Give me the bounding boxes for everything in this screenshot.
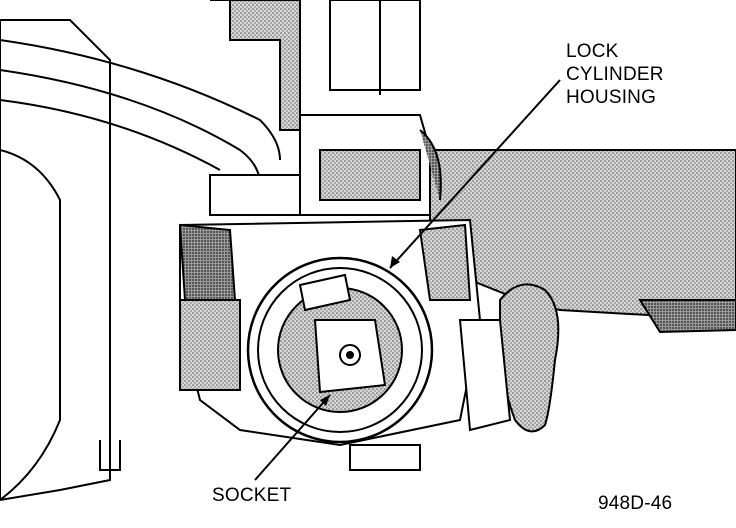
switch-block xyxy=(209,114,442,216)
label-line-3: HOUSING xyxy=(566,87,657,108)
dash-panel xyxy=(0,19,121,502)
label-line-1: LOCK xyxy=(566,41,619,62)
leader-lines xyxy=(254,79,561,481)
label-line-2: CYLINDER xyxy=(566,64,664,85)
lever-knob xyxy=(458,283,560,433)
socket xyxy=(313,319,387,394)
figure-number: 948D-46 xyxy=(598,493,673,514)
lock-cylinder-housing-label: LOCK CYLINDER HOUSING xyxy=(566,40,686,109)
socket-label: SOCKET xyxy=(212,485,292,506)
upper-bracket xyxy=(210,0,421,131)
trim-strip xyxy=(0,39,281,186)
